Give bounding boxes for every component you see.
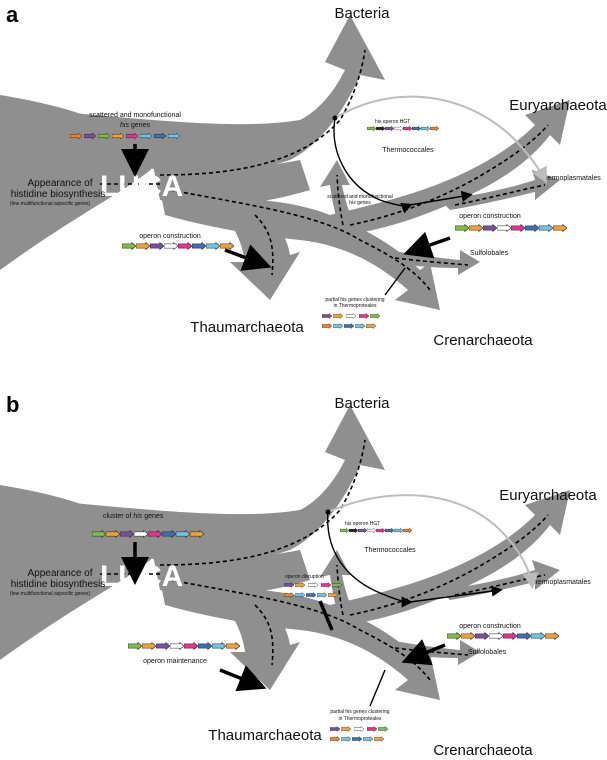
panel-a-hgt-label: his operon HGT: [375, 119, 410, 125]
panel-b: b LUCA Appearance of histidine biosynthe…: [0, 392, 597, 759]
panel-a-thaumarchaeota: Thaumarchaeota: [190, 319, 304, 336]
panel-a-appearance-l1: Appearance of: [27, 178, 92, 189]
panel-b-bacteria: Bacteria: [334, 395, 390, 412]
panel-b-eury-lineage: [349, 514, 549, 616]
panel-b-hgt-to-plasma: [409, 585, 503, 603]
panel-a-cren-lineage: [169, 189, 431, 291]
panel-b-luca-label: LUCA: [100, 560, 183, 593]
panel-a-operon-right-label: operon construction: [459, 213, 521, 220]
panel-a-bacteria: Bacteria: [334, 5, 390, 22]
panel-b-bacteria-lineage: [159, 439, 366, 566]
panel-a-thaum-lineage: [254, 214, 274, 276]
panel-b-partial-genes: [330, 727, 388, 742]
panel-a-thermoplasmatales: Thermoplasmatales: [539, 175, 601, 182]
panel-a-crenarchaeota: Crenarchaeota: [433, 332, 533, 349]
panel-a-letter: a: [6, 2, 19, 27]
panel-a-partial-pointer: [384, 267, 406, 296]
panel-a-luca-label: LUCA: [100, 170, 183, 203]
panel-a-partial-l1: partial his genes clustering: [325, 297, 384, 303]
panel-b-cluster-pre: cluster of: [103, 513, 133, 520]
panel-a-hgt-to-plasma: [409, 190, 473, 206]
panel-b-crenarchaeota: Crenarchaeota: [433, 742, 533, 759]
panel-a-scattered-l1: scattered and monofunctional: [327, 194, 393, 200]
panel-a-cocc-lineage: [336, 174, 344, 226]
panel-a-thermococcales: Thermococcales: [382, 147, 434, 154]
panel-b-sulfolobales: Sulfolobales: [468, 649, 507, 656]
panel-b-maintenance-genes: [128, 643, 240, 650]
panel-b-disruption-label: operon disruption: [285, 574, 324, 580]
panel-b-partial-l1: partial his genes clustering: [330, 709, 389, 715]
panel-b-thaum-lineage: [254, 604, 274, 666]
panel-b-cluster-post: genes: [142, 513, 164, 520]
panel-a-euryarchaeota: Euryarchaeota: [509, 97, 607, 114]
panel-a-eury-lineage: [349, 124, 549, 226]
panel-b-hgt-arc: [327, 494, 539, 589]
panel-b-cocc-lineage: [336, 564, 344, 616]
panel-b-appearance-l1: Appearance of: [27, 568, 92, 579]
panel-a-hgt-line: [333, 117, 413, 214]
panel-b-appearance-l2: histidine biosynthesis: [11, 579, 106, 590]
panel-a-top-note-l1: scattered and monofunctional: [89, 112, 181, 119]
panel-a-top-note-em: his: [120, 122, 129, 129]
panel-b-appearance-l3: (few multifunctional aspecific genes): [10, 591, 91, 597]
panel-b-letter: b: [6, 392, 19, 417]
panel-a-plasma-lineage: [454, 184, 546, 206]
panel-b-hgt-dot: [325, 509, 331, 515]
panel-a-operon-left-label: operon construction: [139, 233, 201, 240]
panel-a-hgt-dot: [332, 115, 338, 121]
panel-b-hgt-line: [327, 511, 413, 608]
panel-a-top-note-rest: genes: [129, 122, 151, 129]
panel-a-hgt-operon: [367, 126, 439, 131]
panel-b-maintenance-arrow: [219, 665, 267, 692]
panel-b-thermoplasmatales: Thermoplasmatales: [529, 579, 591, 586]
panel-b-operon-right-genes: [447, 633, 559, 640]
panel-a-bacteria-lineage: [159, 49, 366, 176]
panel-a-operon-right-genes: [455, 225, 567, 232]
panel-a-hgt-arc: [334, 95, 547, 184]
panel-a-operon-left-genes: [122, 243, 234, 250]
panel-a-partial-genes: [322, 314, 380, 329]
panel-b-operon-right-arrow: [401, 639, 446, 666]
panel-a-scattered-l2: his genes: [349, 200, 371, 206]
panel-b-cluster-label: cluster of his genes: [103, 513, 164, 520]
panel-a-sulfolobales: Sulfolobales: [470, 250, 509, 257]
panel-a-operon-left-arrow: [224, 244, 272, 271]
panel-b-hgt-operon: [340, 528, 412, 533]
panel-b-maintenance-label: operon maintenance: [143, 658, 207, 665]
panel-a-top-note-l2: his genes: [120, 122, 150, 129]
panel-a-operon-right-arrow: [403, 231, 451, 259]
panel-b-operon-right-label: operon construction: [459, 623, 521, 630]
panel-b-thermococcales: Thermococcales: [364, 547, 416, 554]
panel-a-partial-l2: in Thermoproteales: [334, 303, 377, 309]
panel-a: a LUCA Appearance of histidine biosynthe…: [0, 2, 607, 349]
panel-a-sulfo-lineage: [394, 257, 469, 266]
panel-a-tree: [0, 15, 570, 310]
panel-b-partial-pointer: [369, 669, 386, 707]
panel-b-disruption-pointer: [318, 600, 334, 631]
panel-b-cluster-em: his: [133, 513, 142, 520]
panel-b-partial-l2: in Thermoproteales: [339, 716, 382, 722]
panel-b-thaumarchaeota: Thaumarchaeota: [208, 727, 322, 744]
panel-a-appearance-l2: histidine biosynthesis: [11, 189, 106, 200]
panel-a-appearance-l3: (few multifunctional aspecific genes): [10, 201, 91, 207]
panel-b-euryarchaeota: Euryarchaeota: [499, 487, 597, 504]
panel-b-hgt-label: his operon HGT: [345, 521, 380, 527]
